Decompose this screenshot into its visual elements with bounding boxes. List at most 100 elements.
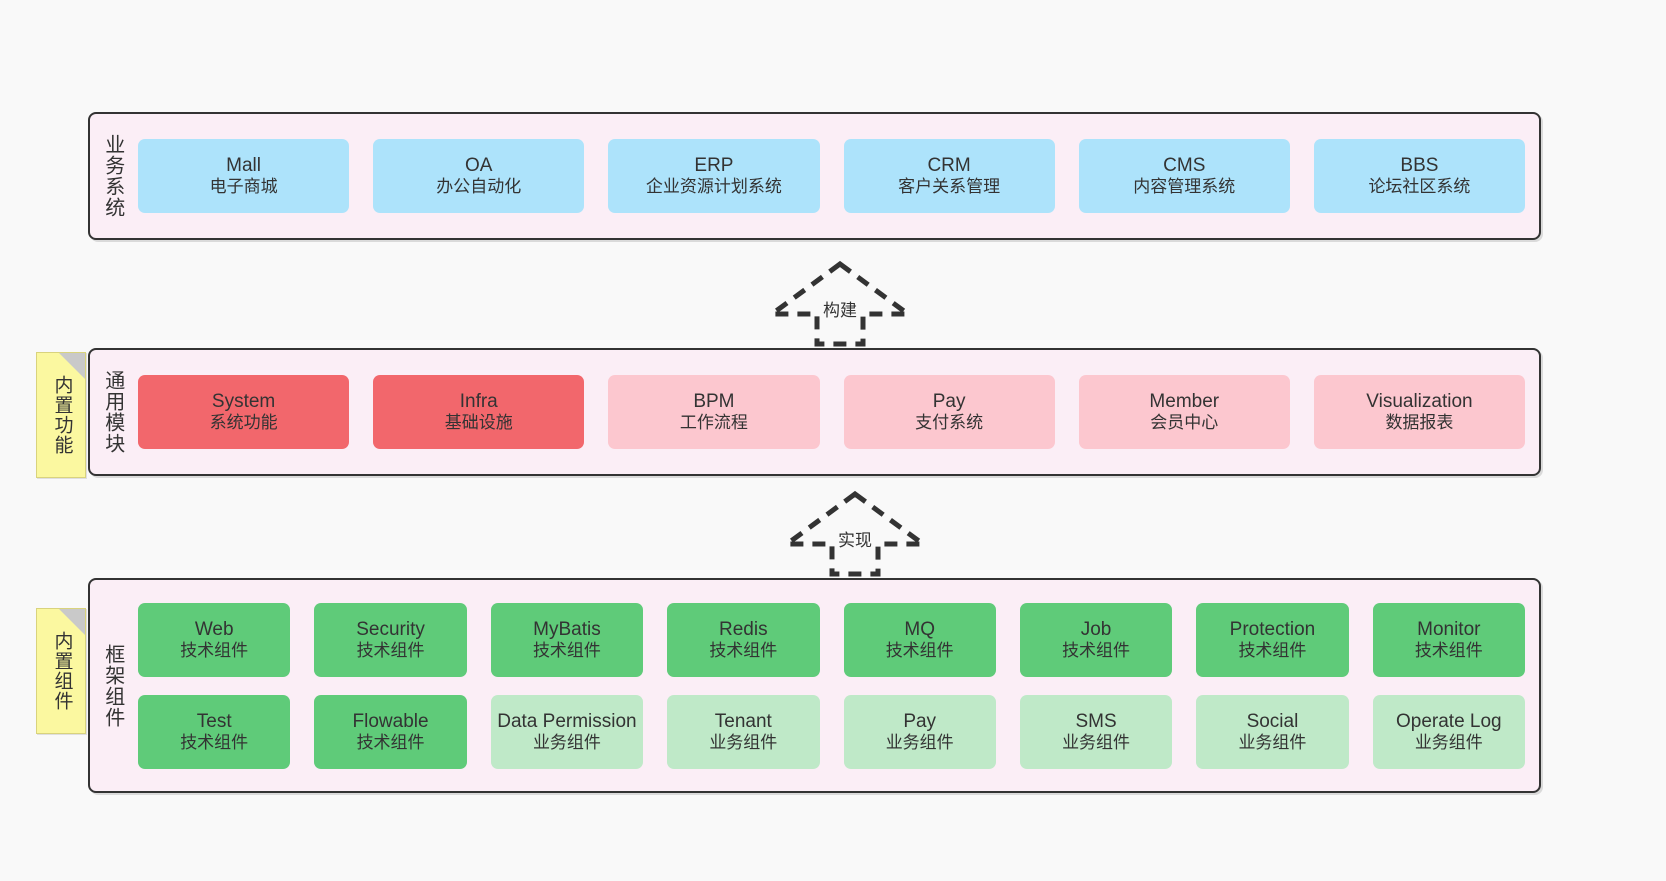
card-subtitle: 技术组件: [356, 732, 425, 752]
card-bbs[interactable]: BBS 论坛社区系统: [1313, 139, 1526, 213]
card-subtitle: 支付系统: [915, 413, 984, 433]
card-visualization[interactable]: Visualization 数据报表: [1313, 375, 1526, 449]
card-subtitle: 内容管理系统: [1133, 177, 1236, 197]
card-cms[interactable]: CMS 内容管理系统: [1078, 139, 1290, 213]
card-subtitle: 业务组件: [709, 732, 778, 752]
card-operate-log[interactable]: Operate Log 业务组件: [1372, 694, 1525, 769]
card-subtitle: 系统功能: [209, 413, 278, 433]
card-subtitle: 业务组件: [885, 732, 954, 752]
card-title: Web: [194, 618, 234, 640]
card-subtitle: 技术组件: [1238, 640, 1307, 660]
card-row: System 系统功能 Infra 基础设施 BPM 工作流程 Pay 支付系统…: [138, 375, 1526, 449]
card-mall[interactable]: Mall 电子商城: [138, 139, 350, 213]
card-test[interactable]: Test 技术组件: [138, 694, 291, 769]
layer-body-business-systems: Mall 电子商城 OA 办公自动化 ERP 企业资源计划系统 CRM 客户关系…: [134, 114, 1539, 238]
card-flowable[interactable]: Flowable 技术组件: [314, 694, 467, 769]
card-title: Social: [1246, 710, 1299, 732]
card-subtitle: 论坛社区系统: [1368, 177, 1471, 197]
arrow-build: 构建: [760, 258, 920, 350]
card-mybatis[interactable]: MyBatis 技术组件: [490, 602, 644, 677]
card-title: Flowable: [352, 710, 429, 732]
page-fold-icon: [59, 353, 85, 379]
card-subtitle: 技术组件: [709, 640, 778, 660]
card-erp[interactable]: ERP 企业资源计划系统: [608, 139, 820, 213]
card-pay-module[interactable]: Pay 支付系统: [843, 375, 1055, 449]
card-redis[interactable]: Redis 技术组件: [667, 602, 820, 677]
card-row: Mall 电子商城 OA 办公自动化 ERP 企业资源计划系统 CRM 客户关系…: [138, 139, 1526, 213]
arrow-implement: 实现: [775, 488, 935, 580]
card-data-permission[interactable]: Data Permission 业务组件: [490, 694, 644, 769]
card-title: Job: [1080, 618, 1112, 640]
note-label: 内置功能: [51, 375, 73, 455]
card-subtitle: 技术组件: [180, 732, 249, 752]
card-title: Operate Log: [1395, 710, 1502, 732]
card-tenant[interactable]: Tenant 业务组件: [667, 694, 820, 769]
note-label: 内置组件: [51, 631, 73, 711]
card-protection[interactable]: Protection 技术组件: [1196, 602, 1349, 677]
card-title: MyBatis: [533, 618, 601, 640]
layer-title-framework-components: 框架组件: [101, 643, 124, 728]
card-member[interactable]: Member 会员中心: [1078, 375, 1290, 449]
card-sms[interactable]: SMS 业务组件: [1019, 694, 1173, 769]
card-mq[interactable]: MQ 技术组件: [843, 602, 996, 677]
layer-business-systems: 业务系统 Mall 电子商城 OA 办公自动化 ERP 企业资源计划系统 CRM…: [88, 112, 1541, 240]
card-subtitle: 会员中心: [1150, 413, 1219, 433]
card-subtitle: 基础设施: [444, 413, 513, 433]
card-title: BBS: [1400, 155, 1439, 177]
dashed-hollow-arrow-up-icon: [764, 260, 916, 347]
card-social[interactable]: Social 业务组件: [1196, 694, 1349, 769]
layer-body-framework-components: Web 技术组件 Security 技术组件 MyBatis 技术组件 Redi…: [134, 580, 1539, 791]
card-subtitle: 技术组件: [1062, 640, 1131, 660]
card-subtitle: 业务组件: [1238, 732, 1307, 752]
card-subtitle: 工作流程: [679, 413, 748, 433]
card-title: Mall: [226, 155, 261, 177]
card-subtitle: 技术组件: [1414, 640, 1483, 660]
card-title: CMS: [1163, 155, 1206, 177]
card-subtitle: 技术组件: [885, 640, 954, 660]
card-subtitle: 业务组件: [532, 732, 601, 752]
card-subtitle: 电子商城: [209, 177, 278, 197]
layer-body-common-modules: System 系统功能 Infra 基础设施 BPM 工作流程 Pay 支付系统…: [134, 350, 1539, 474]
card-web[interactable]: Web 技术组件: [138, 602, 291, 677]
dashed-hollow-arrow-up-icon: [779, 490, 931, 577]
card-subtitle: 技术组件: [180, 640, 249, 660]
card-subtitle: 办公自动化: [436, 177, 522, 197]
layer-common-modules: 通用模块 System 系统功能 Infra 基础设施 BPM 工作流程 Pay…: [88, 348, 1541, 476]
card-row: Test 技术组件 Flowable 技术组件 Data Permission …: [138, 694, 1525, 769]
card-infra[interactable]: Infra 基础设施: [373, 375, 585, 449]
card-title: Redis: [719, 618, 768, 640]
card-title: Infra: [459, 391, 498, 413]
card-job[interactable]: Job 技术组件: [1019, 602, 1173, 677]
card-subtitle: 企业资源计划系统: [645, 177, 782, 197]
card-system[interactable]: System 系统功能: [138, 375, 350, 449]
card-crm[interactable]: CRM 客户关系管理: [843, 139, 1055, 213]
note-builtin-features: 内置功能: [36, 352, 86, 478]
card-title: MQ: [904, 618, 935, 640]
card-title: Data Permission: [497, 710, 637, 732]
card-oa[interactable]: OA 办公自动化: [373, 139, 585, 213]
card-subtitle: 技术组件: [356, 640, 425, 660]
card-pay-component[interactable]: Pay 业务组件: [843, 694, 996, 769]
card-subtitle: 业务组件: [1062, 732, 1131, 752]
card-title: Pay: [903, 710, 937, 732]
card-title: Test: [196, 710, 232, 732]
card-bpm[interactable]: BPM 工作流程: [608, 375, 820, 449]
card-title: Security: [356, 618, 425, 640]
card-row: Web 技术组件 Security 技术组件 MyBatis 技术组件 Redi…: [138, 602, 1525, 677]
layer-title-business-systems: 业务系统: [101, 134, 124, 218]
card-title: Tenant: [714, 710, 772, 732]
card-title: OA: [465, 155, 493, 177]
card-subtitle: 客户关系管理: [898, 177, 1001, 197]
card-security[interactable]: Security 技术组件: [314, 602, 467, 677]
page-fold-icon: [59, 609, 85, 635]
card-title: Member: [1149, 391, 1220, 413]
card-subtitle: 技术组件: [532, 640, 601, 660]
card-monitor[interactable]: Monitor 技术组件: [1372, 602, 1525, 677]
layer-title-common-modules: 通用模块: [101, 370, 124, 454]
card-title: Protection: [1229, 618, 1316, 640]
card-title: Pay: [932, 391, 966, 413]
card-title: System: [211, 391, 276, 413]
card-subtitle: 业务组件: [1414, 732, 1483, 752]
layer-framework-components: 框架组件 Web 技术组件 Security 技术组件 MyBatis 技术组件…: [88, 578, 1541, 793]
